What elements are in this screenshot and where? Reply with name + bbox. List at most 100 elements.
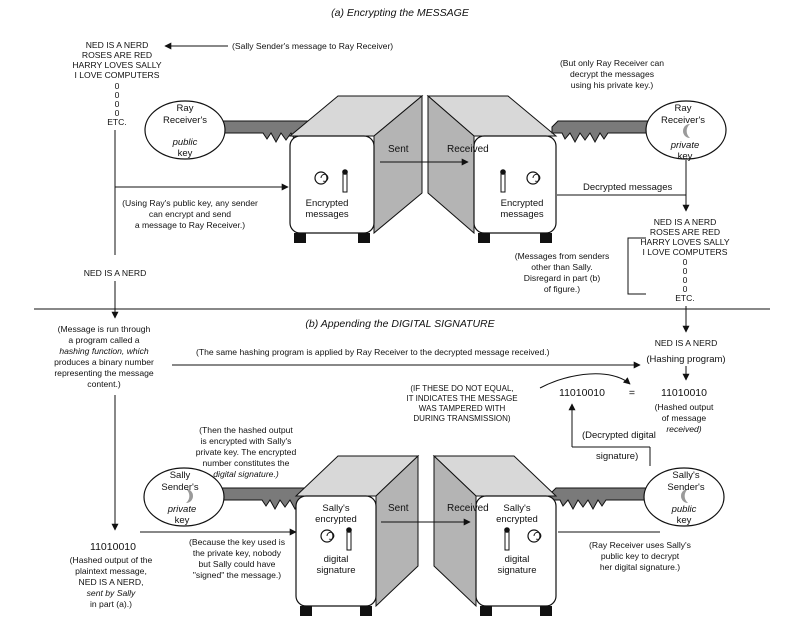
box-label: Encrypted: [306, 198, 349, 209]
note-line: other than Sally.: [531, 262, 592, 272]
message-line: HARRY LOVES SALLY: [72, 60, 162, 70]
signature-box-left: Sally's encrypted digital signature: [294, 454, 420, 616]
key-label: private: [670, 140, 700, 151]
only-ray-note: (But only Ray Receiver can decrypt the m…: [560, 58, 664, 90]
note-line: (Ray Receiver uses Sally's: [589, 540, 691, 550]
message-line: 0: [115, 81, 120, 91]
key-label: Sally: [170, 470, 191, 481]
box-label: digital: [505, 554, 530, 565]
sent-label-a: Sent: [388, 144, 409, 155]
key-label: public: [172, 137, 198, 148]
message-line: 0: [683, 266, 688, 276]
ray-private-key-icon: [551, 100, 727, 160]
note-line: (But only Ray Receiver can: [560, 58, 664, 68]
message-line: 0: [115, 108, 120, 118]
note-line: NED IS A NERD,: [79, 577, 144, 587]
dial-icon: [527, 529, 541, 543]
message-line: NED IS A NERD: [654, 217, 717, 227]
key-label: Ray: [177, 103, 194, 114]
note-line: her digital signature.): [600, 562, 680, 572]
note-line: (Because the key used is: [189, 537, 285, 547]
sally-private-key-label: Sally Sender's private key: [161, 470, 198, 526]
key-label: key: [178, 148, 193, 159]
message-line: 0: [115, 99, 120, 109]
dial-icon: [314, 171, 328, 185]
message-line: HARRY LOVES SALLY: [640, 237, 730, 247]
handle-icon: [346, 529, 352, 551]
note-line: number constitutes the: [203, 458, 290, 468]
moon-icon: [186, 489, 193, 503]
key-label: private: [167, 504, 197, 515]
hash-note: (Message is run through a program called…: [54, 324, 154, 389]
signature-box-right: Sally's encrypted digital signature: [432, 454, 558, 616]
key-label: Ray: [675, 103, 692, 114]
message-line: NED IS A NERD: [86, 40, 149, 50]
part-b-title: (b) Appending the DIGITAL SIGNATURE: [305, 318, 495, 330]
note-line: IT INDICATES THE MESSAGE: [406, 394, 517, 403]
decrypted-message-lines: NED IS A NERD ROSES ARE RED HARRY LOVES …: [640, 217, 730, 303]
note-line: (Using Ray's public key, any sender: [122, 198, 258, 208]
dial-icon: [320, 529, 334, 543]
note-line: (Hashed output: [655, 402, 714, 412]
part-a-title: (a) Encrypting the MESSAGE: [331, 7, 470, 19]
message-line: 0: [683, 275, 688, 285]
note-line: WAS TAMPERED WITH: [419, 404, 506, 413]
handle-icon: [342, 171, 348, 193]
message-line: 0: [683, 257, 688, 267]
hashing-program-label: (Hashing program): [646, 354, 725, 365]
note-line: "signed" the message.): [193, 570, 281, 580]
ned-is-a-nerd-a: NED IS A NERD: [84, 268, 147, 278]
box-label: encrypted: [496, 514, 538, 525]
because-note: (Because the key used is the private key…: [189, 537, 285, 580]
sally-message-note: (Sally Sender's message to Ray Receiver): [232, 41, 393, 51]
note-line: (Messages from senders: [515, 251, 610, 261]
encrypted-messages-box-left: Encrypted messages: [288, 94, 424, 243]
sally-public-key-label: Sally's Sender's public key: [667, 470, 704, 526]
handle-icon: [504, 529, 510, 551]
message-line: 0: [115, 90, 120, 100]
decrypted-messages-label: Decrypted messages: [583, 182, 672, 193]
note-line: digital signature.): [213, 469, 279, 479]
note-line: public key to decrypt: [601, 551, 680, 561]
note-line: Disregard in part (b): [524, 273, 601, 283]
note-line: in part (a).): [90, 599, 132, 609]
note-line: of message: [662, 413, 707, 423]
box-label: signature: [497, 565, 536, 576]
box-label: signature: [316, 565, 355, 576]
box-label: messages: [305, 209, 349, 220]
key-label: key: [678, 151, 693, 162]
decrypted-digital-label: (Decrypted digital: [582, 430, 656, 441]
note-line: the private key, nobody: [193, 548, 282, 558]
message-line: I LOVE COMPUTERS: [643, 247, 728, 257]
received-label-a: Received: [447, 144, 489, 155]
key-label: Receiver's: [661, 115, 705, 126]
note-line: is encrypted with Sally's: [201, 436, 292, 446]
hash-left: 11010010: [559, 387, 605, 399]
note-line: (Then the hashed output: [199, 425, 293, 435]
note-line: (Hashed output of the: [70, 555, 153, 565]
not-equal-note: (IF THESE DO NOT EQUAL, IT INDICATES THE…: [406, 384, 517, 423]
box-label: encrypted: [315, 514, 357, 525]
box-label: messages: [500, 209, 544, 220]
equals-sign: =: [629, 387, 635, 399]
box-label: Sally's: [503, 503, 530, 514]
bracket: [627, 237, 646, 295]
note-line: using his private key.): [571, 80, 654, 90]
note-line: produces a binary number: [54, 357, 154, 367]
ned-is-a-nerd-b: NED IS A NERD: [655, 338, 718, 348]
handle-icon: [500, 171, 506, 193]
key-label: Sally's: [672, 470, 699, 481]
message-line: ETC.: [107, 117, 127, 127]
message-line: 0: [683, 284, 688, 294]
dial-icon: [526, 171, 540, 185]
hash-bottom: 11010010: [90, 541, 136, 553]
note-line: DURING TRANSMISSION): [413, 414, 511, 423]
same-program-note: (The same hashing program is applied by …: [196, 347, 550, 357]
note-line: sent by Sally: [87, 588, 136, 598]
ray-private-key-label: Ray Receiver's private key: [661, 103, 705, 162]
box-label: Encrypted: [501, 198, 544, 209]
note-line: representing the message: [54, 368, 154, 378]
hashed-plaintext-note: (Hashed output of the plaintext message,…: [70, 555, 153, 609]
note-line: (IF THESE DO NOT EQUAL,: [410, 384, 513, 393]
signature-paren-label: signature): [596, 451, 638, 462]
